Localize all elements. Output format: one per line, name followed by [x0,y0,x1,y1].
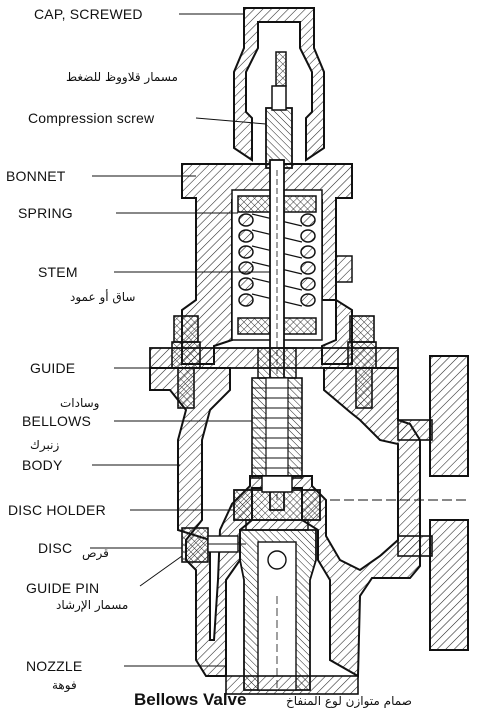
label-stem: STEM [38,264,78,280]
label-compression-screw: Compression screw [28,110,155,126]
label-cap-screwed: CAP, SCREWED [34,6,143,22]
label-guide: GUIDE [30,360,76,376]
bellows-shape [251,377,303,479]
label-body-arabic: زنبرك [30,438,60,452]
label-guide-pin-arabic: مسمار الإرشاد [56,598,129,612]
guide-shape [149,347,399,379]
disc-holder-shape [233,475,321,521]
label-bellows-arabic: وسادات [60,396,100,410]
diagram-title: Bellows Valve [134,690,247,709]
label-guide-pin: GUIDE PIN [26,580,100,596]
label-disc-holder: DISC HOLDER [8,502,106,518]
label-nozzle-arabic: فوهة [52,678,77,692]
outlet-flange-shape [330,355,470,651]
label-disc: DISC [38,540,73,556]
label-stem-arabic: ساق أو عمود [70,290,136,304]
label-disc-arabic: قرص [82,546,109,560]
disc-shape [181,519,309,563]
compression-screw-shape [265,85,293,169]
label-bonnet: BONNET [6,168,66,184]
label-nozzle: NOZZLE [26,658,83,674]
nozzle-shape [225,529,359,695]
leader-lines [90,13,270,667]
label-body: BODY [22,457,63,473]
diagram-title-arabic: صمام متوازن لوع المنفاخ [286,694,412,708]
label-compression-screw-arabic: مسمار قلاووظ للضغط [66,70,178,84]
label-bellows: BELLOWS [22,413,92,429]
label-spring: SPRING [18,205,73,221]
